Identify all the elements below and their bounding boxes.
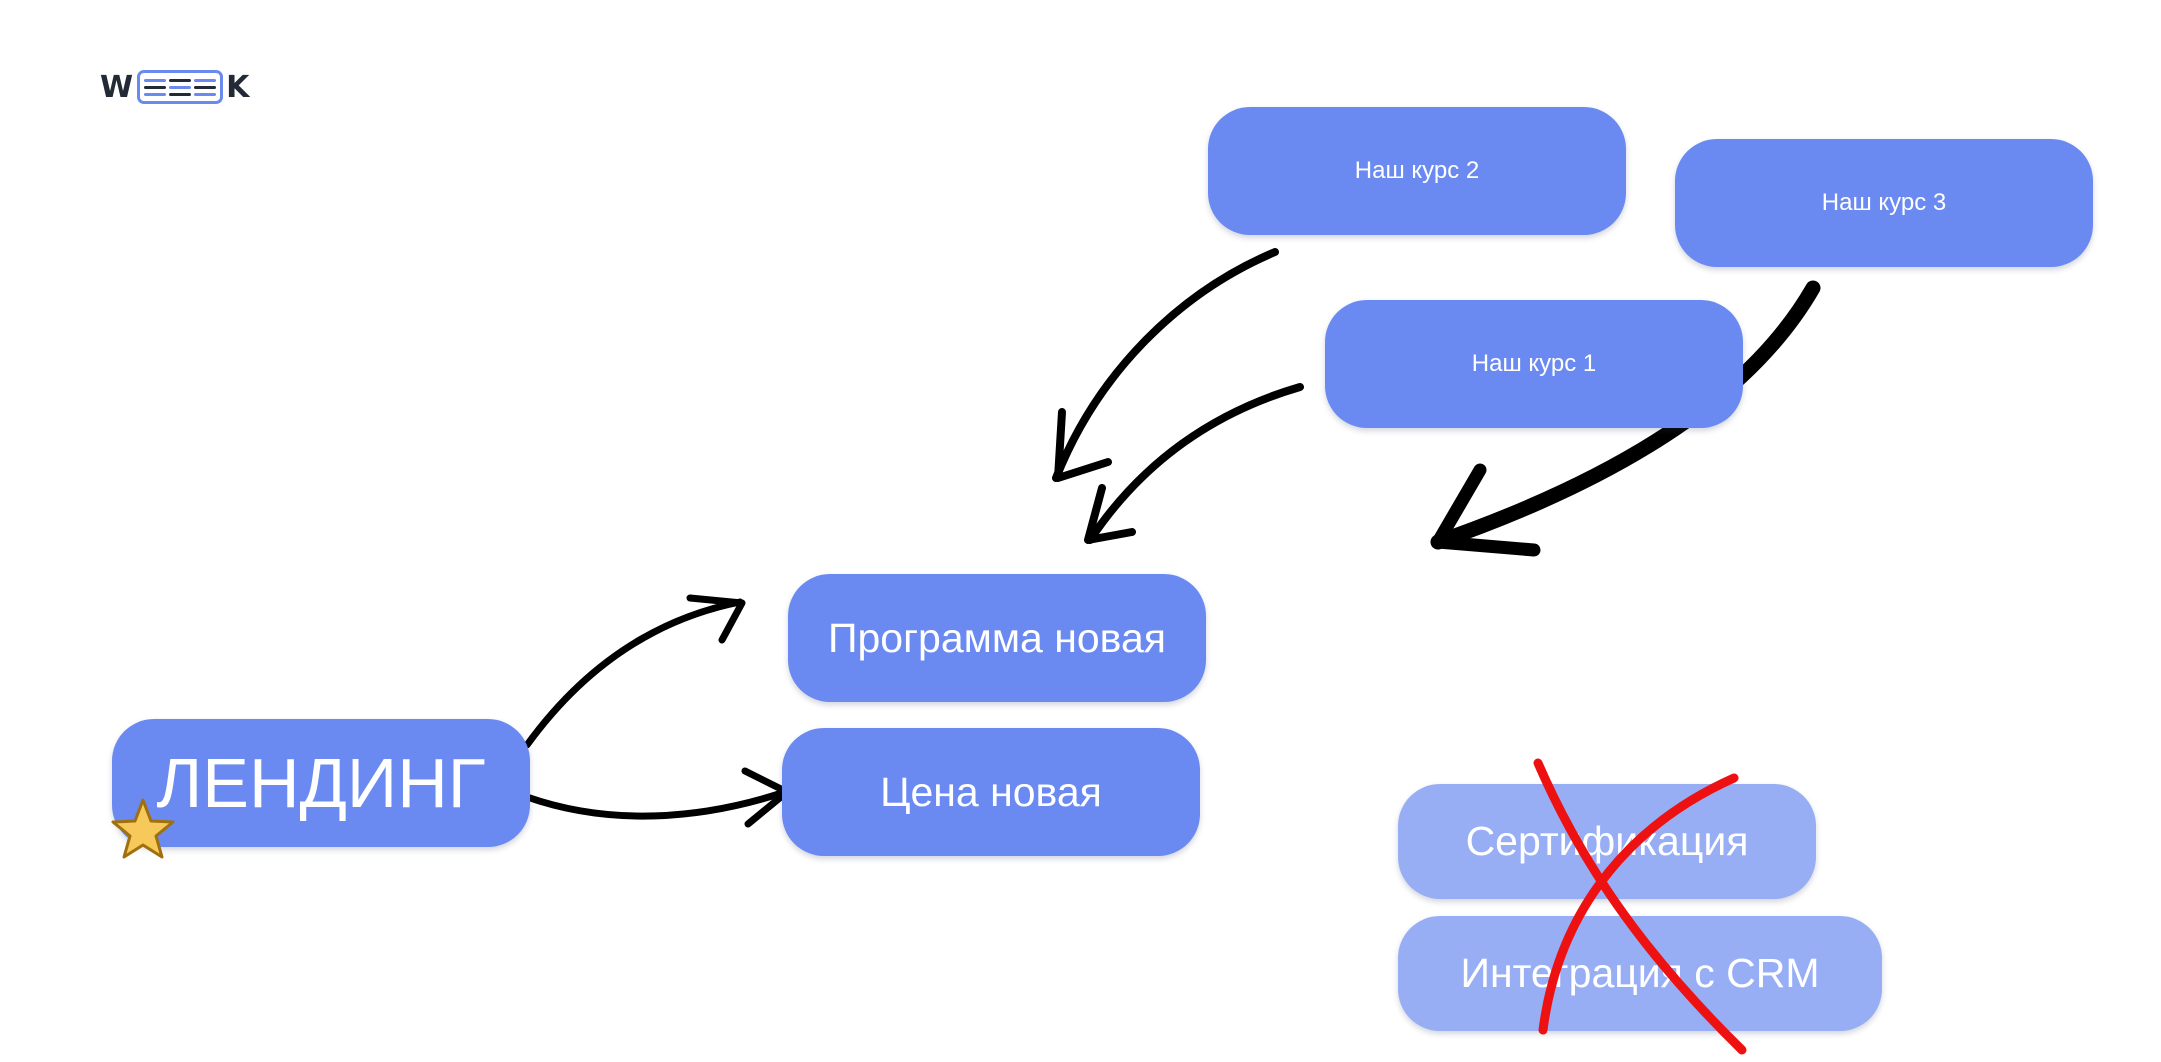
node-program-new[interactable]: Программа новая [788, 574, 1206, 702]
weeek-logo: W K [100, 69, 251, 105]
node-course-1[interactable]: Наш курс 1 [1325, 300, 1743, 428]
node-landing[interactable]: ЛЕНДИНГ [112, 719, 530, 847]
logo-letter-left: W [100, 69, 135, 105]
node-course-3-label: Наш курс 3 [1821, 189, 1947, 216]
node-course-2[interactable]: Наш курс 2 [1208, 107, 1626, 235]
node-course-2-label: Наш курс 2 [1354, 157, 1480, 184]
node-price-new-label: Цена новая [880, 768, 1102, 815]
node-crm-integration[interactable]: Интеграция с CRM [1398, 916, 1882, 1031]
node-landing-label: ЛЕНДИНГ [156, 744, 486, 822]
arrow-landing-to-price [523, 788, 789, 820]
node-course-1-label: Наш курс 1 [1471, 350, 1597, 377]
node-program-new-label: Программа новая [828, 614, 1166, 661]
arrow-landing-to-program [523, 598, 744, 749]
logo-mark [137, 70, 224, 104]
logo-letter-right: K [226, 69, 251, 105]
node-certification-label: Сертификация [1465, 818, 1749, 864]
node-course-3[interactable]: Наш курс 3 [1675, 139, 2093, 267]
arrow-course2-to-program [1052, 248, 1279, 482]
node-price-new[interactable]: Цена новая [782, 728, 1200, 856]
node-crm-integration-label: Интеграция с CRM [1460, 950, 1820, 996]
node-certification[interactable]: Сертификация [1398, 784, 1816, 899]
arrow-course1-to-program [1086, 383, 1304, 544]
